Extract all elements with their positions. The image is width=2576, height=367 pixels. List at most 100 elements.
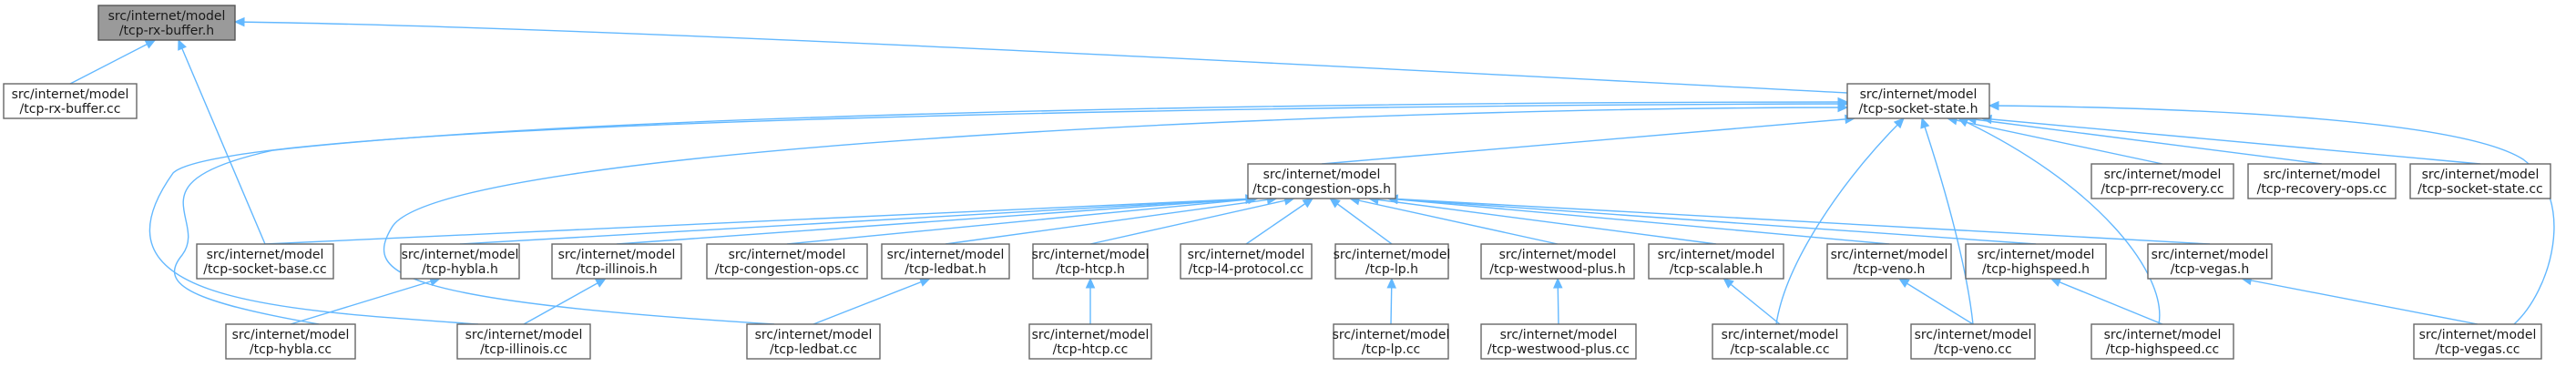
node-prr[interactable]: src/internet/model/tcp-prr-recovery.cc xyxy=(2090,163,2234,199)
node-file-name: /tcp-hybla.cc xyxy=(250,342,332,357)
node-box[interactable] xyxy=(456,323,591,360)
edge-arrowhead xyxy=(1722,278,1734,289)
edge-ssh-to-rxh xyxy=(233,16,1848,94)
node-path-dir: src/internet/model xyxy=(2104,168,2222,182)
node-box[interactable] xyxy=(400,243,520,280)
node-box[interactable] xyxy=(2409,163,2551,199)
edge-arrowhead xyxy=(178,38,187,51)
edge-line xyxy=(1089,198,1294,245)
node-sch[interactable]: src/internet/model/tcp-scalable.h xyxy=(1648,243,1784,280)
node-wwcc[interactable]: src/internet/model/tcp-westwood-plus.cc xyxy=(1480,323,1637,360)
edge-sccc-to-sch xyxy=(1722,278,1781,325)
node-path-dir: src/internet/model xyxy=(1978,248,2095,262)
edge-prr-to-ssh xyxy=(1946,116,2163,165)
edge-arrowhead xyxy=(1329,198,1341,209)
node-box[interactable] xyxy=(1910,323,2036,360)
node-file-name: /tcp-highspeed.cc xyxy=(2106,342,2220,357)
node-sccc[interactable]: src/internet/model/tcp-scalable.cc xyxy=(1712,323,1848,360)
node-hth[interactable]: src/internet/model/tcp-htcp.h xyxy=(1032,243,1150,280)
edge-line xyxy=(1329,198,1393,245)
node-leh[interactable]: src/internet/model/tcp-ledbat.h xyxy=(881,243,1010,280)
node-vgcc[interactable]: src/internet/model/tcp-vegas.cc xyxy=(2413,323,2542,360)
node-path-dir: src/internet/model xyxy=(1333,328,1450,342)
edge-hscc-to-ssh xyxy=(1957,117,2161,325)
node-box[interactable] xyxy=(2413,323,2542,360)
node-box[interactable] xyxy=(3,83,138,119)
edge-vgh-to-coh xyxy=(1386,194,2211,245)
node-box[interactable] xyxy=(2090,323,2234,360)
edge-arrowhead xyxy=(1957,117,1969,127)
edge-arrowhead xyxy=(1386,277,1396,289)
node-ilcc[interactable]: src/internet/model/tcp-illinois.cc xyxy=(456,323,591,360)
node-lph[interactable]: src/internet/model/tcp-lp.h xyxy=(1334,243,1451,280)
node-path-dir: src/internet/model xyxy=(1032,328,1150,342)
node-box[interactable] xyxy=(706,243,868,280)
edge-line xyxy=(1387,198,1890,245)
node-hsh[interactable]: src/internet/model/tcp-highspeed.h xyxy=(1965,243,2107,280)
node-file-name: /tcp-prr-recovery.cc xyxy=(2101,182,2223,197)
node-box[interactable] xyxy=(551,243,682,280)
node-ilh[interactable]: src/internet/model/tcp-illinois.h xyxy=(551,243,682,280)
node-box[interactable] xyxy=(1032,243,1149,280)
edge-hycc-to-hyh xyxy=(290,277,441,325)
node-vgh[interactable]: src/internet/model/tcp-vegas.h xyxy=(2147,243,2273,280)
node-l4cc[interactable]: src/internet/model/tcp-l4-protocol.cc xyxy=(1180,243,1313,280)
node-box[interactable] xyxy=(1334,243,1449,280)
node-box[interactable] xyxy=(1480,323,1637,360)
edge-line xyxy=(1321,117,1855,165)
node-box[interactable] xyxy=(1333,323,1449,360)
node-box[interactable] xyxy=(881,243,1010,280)
node-box[interactable] xyxy=(1247,163,1396,199)
node-hycc[interactable]: src/internet/model/tcp-hybla.cc xyxy=(225,323,356,360)
node-path-dir: src/internet/model xyxy=(1915,328,2032,342)
node-box[interactable] xyxy=(1028,323,1152,360)
node-sbcc[interactable]: src/internet/model/tcp-socket-base.cc xyxy=(196,243,334,280)
edge-line xyxy=(1898,278,1974,325)
edge-vecc-to-veh xyxy=(1898,278,1974,325)
node-box[interactable] xyxy=(2147,243,2273,280)
node-box[interactable] xyxy=(746,323,881,360)
node-box[interactable] xyxy=(2247,163,2397,199)
node-file-name: /tcp-congestion-ops.cc xyxy=(715,262,860,277)
edge-arrowhead xyxy=(1085,277,1096,289)
node-box[interactable] xyxy=(1180,243,1313,280)
node-coh[interactable]: src/internet/model/tcp-congestion-ops.h xyxy=(1247,163,1396,199)
node-box[interactable] xyxy=(1965,243,2107,280)
node-ssh[interactable]: src/internet/model/tcp-socket-state.h xyxy=(1846,83,1990,119)
node-path-dir: src/internet/model xyxy=(1500,328,1618,342)
node-rxh[interactable]: src/internet/model/tcp-rx-buffer.h xyxy=(97,5,236,41)
node-lpcc[interactable]: src/internet/model/tcp-lp.cc xyxy=(1333,323,1450,360)
node-rxcc[interactable]: src/internet/model/tcp-rx-buffer.cc xyxy=(3,83,138,119)
node-lecc[interactable]: src/internet/model/tcp-ledbat.cc xyxy=(746,323,881,360)
node-sscc[interactable]: src/internet/model/tcp-socket-state.cc xyxy=(2409,163,2551,199)
node-wwh[interactable]: src/internet/model/tcp-westwood-plus.h xyxy=(1480,243,1635,280)
node-box[interactable] xyxy=(1846,83,1990,119)
node-box[interactable] xyxy=(1648,243,1784,280)
edge-arrowhead xyxy=(1302,198,1314,209)
node-box[interactable] xyxy=(97,5,236,41)
node-vecc[interactable]: src/internet/model/tcp-veno.cc xyxy=(1910,323,2036,360)
node-file-name: /tcp-ledbat.cc xyxy=(770,342,857,357)
node-cocc[interactable]: src/internet/model/tcp-congestion-ops.cc xyxy=(706,243,868,280)
node-path-dir: src/internet/model xyxy=(2419,328,2537,342)
nodes-layer: src/internet/model/tcp-rx-buffer.hsrc/in… xyxy=(3,5,2551,360)
node-htcc[interactable]: src/internet/model/tcp-htcp.cc xyxy=(1028,323,1152,360)
node-roc[interactable]: src/internet/model/tcp-recovery-ops.cc xyxy=(2247,163,2397,199)
edge-line xyxy=(813,278,930,325)
node-path-dir: src/internet/model xyxy=(402,248,519,262)
edges-layer xyxy=(69,16,2555,325)
node-box[interactable] xyxy=(1712,323,1848,360)
node-hscc[interactable]: src/internet/model/tcp-highspeed.cc xyxy=(2090,323,2234,360)
node-box[interactable] xyxy=(1480,243,1635,280)
edge-line xyxy=(1722,278,1781,325)
node-box[interactable] xyxy=(225,323,356,360)
node-box[interactable] xyxy=(2090,163,2234,199)
edge-line xyxy=(459,198,1256,245)
node-veh[interactable]: src/internet/model/tcp-veno.h xyxy=(1826,243,1952,280)
node-box[interactable] xyxy=(1826,243,1952,280)
node-path-dir: src/internet/model xyxy=(1263,168,1381,182)
node-box[interactable] xyxy=(196,243,334,280)
node-hyh[interactable]: src/internet/model/tcp-hybla.h xyxy=(400,243,520,280)
node-path-dir: src/internet/model xyxy=(1658,248,1775,262)
node-path-dir: src/internet/model xyxy=(108,9,226,24)
